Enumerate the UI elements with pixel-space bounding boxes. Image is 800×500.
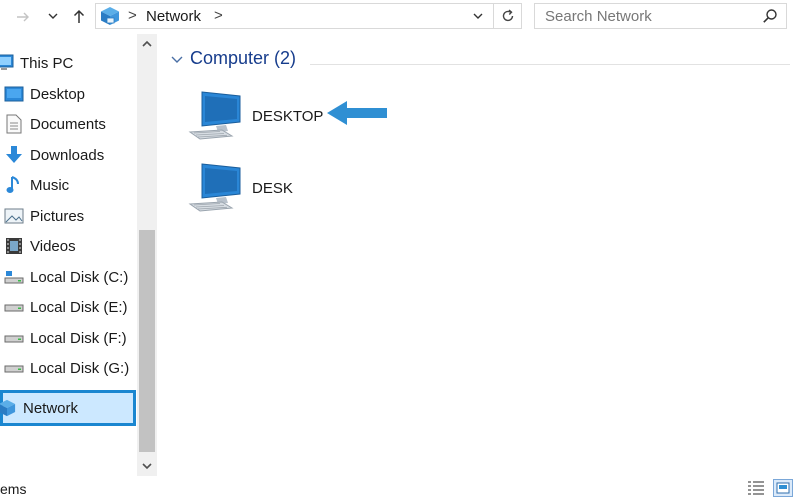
navigation-scrollbar[interactable] xyxy=(137,34,157,476)
refresh-icon xyxy=(502,9,513,22)
sidebar-item-local-disk-g[interactable]: Local Disk (G:) xyxy=(4,355,138,381)
sidebar-item-label: Downloads xyxy=(30,146,105,164)
sidebar-item-label: Local Disk (G:) xyxy=(30,359,130,377)
group-header-computer[interactable]: Computer (2) xyxy=(170,48,296,69)
drive-icon xyxy=(4,297,24,317)
breadcrumb-network[interactable]: Network xyxy=(146,8,202,25)
recent-locations-button[interactable] xyxy=(42,5,64,27)
search-box[interactable] xyxy=(534,3,787,29)
sidebar-item-local-disk-e[interactable]: Local Disk (E:) xyxy=(4,294,138,320)
desktop-folder-icon xyxy=(4,84,24,104)
videos-icon xyxy=(4,236,24,256)
downloads-icon xyxy=(4,145,24,165)
item-count-text: ems xyxy=(0,481,27,497)
file-list-view: Computer (2) DESKTOP DESK xyxy=(160,34,800,480)
sidebar-item-label: This PC xyxy=(20,54,74,72)
documents-icon xyxy=(4,114,24,134)
sidebar-item-label: Local Disk (F:) xyxy=(30,329,127,347)
sidebar-item-label: Music xyxy=(30,176,70,194)
status-bar: ems xyxy=(0,478,800,500)
large-icons-view-button[interactable] xyxy=(773,479,793,497)
sidebar-item-label: Local Disk (C:) xyxy=(30,268,129,286)
up-button[interactable] xyxy=(68,6,90,28)
sidebar-item-label: Documents xyxy=(30,115,106,133)
details-view-icon[interactable] xyxy=(747,480,765,496)
drive-icon xyxy=(4,358,24,378)
sidebar-item-pictures[interactable]: Pictures xyxy=(4,203,138,229)
refresh-button[interactable] xyxy=(493,4,521,28)
address-toolbar: > Network > xyxy=(0,0,800,34)
navigation-pane: This PC Desktop Documents Downloads Musi… xyxy=(0,34,158,480)
sidebar-item-label: Desktop xyxy=(30,85,86,103)
computer-icon xyxy=(188,91,241,140)
drive-icon xyxy=(4,328,24,348)
group-divider xyxy=(310,64,790,65)
breadcrumb-separator[interactable]: > xyxy=(214,7,223,24)
sidebar-item-label: Network xyxy=(23,399,79,417)
chevron-down-icon xyxy=(171,56,183,63)
computer-icon xyxy=(188,163,241,212)
sidebar-item-this-pc[interactable]: This PC xyxy=(0,50,134,76)
scroll-down-button[interactable] xyxy=(137,456,157,476)
sidebar-item-documents[interactable]: Documents xyxy=(4,111,138,137)
forward-button[interactable] xyxy=(12,6,34,28)
computer-name: DESK xyxy=(252,179,293,197)
pictures-icon xyxy=(4,206,24,226)
large-icons-view-icon xyxy=(776,482,790,494)
network-computer-desk[interactable]: DESK xyxy=(186,160,293,216)
scrollbar-thumb[interactable] xyxy=(139,230,155,452)
this-pc-icon xyxy=(0,53,14,73)
scroll-up-button[interactable] xyxy=(137,34,157,54)
music-icon xyxy=(4,175,24,195)
sidebar-item-videos[interactable]: Videos xyxy=(4,233,138,259)
group-title: Computer (2) xyxy=(190,48,297,68)
arrow-up-icon xyxy=(73,9,85,23)
sidebar-item-desktop[interactable]: Desktop xyxy=(4,81,138,107)
system-drive-icon xyxy=(4,267,24,287)
sidebar-item-local-disk-f[interactable]: Local Disk (F:) xyxy=(4,325,138,351)
address-bar[interactable]: > Network > xyxy=(95,3,522,29)
sidebar-item-label: Videos xyxy=(30,237,76,255)
computer-name: DESKTOP xyxy=(252,107,324,125)
sidebar-item-label: Local Disk (E:) xyxy=(30,298,128,316)
sidebar-item-network[interactable]: Network xyxy=(0,390,136,426)
network-icon xyxy=(101,7,119,25)
network-icon xyxy=(0,398,17,418)
chevron-down-icon xyxy=(48,13,58,19)
chevron-down-icon xyxy=(142,463,152,470)
network-computer-desktop[interactable]: DESKTOP xyxy=(186,88,323,144)
arrow-right-icon xyxy=(17,12,29,22)
pointer-arrow-icon xyxy=(327,101,387,125)
chevron-down-icon xyxy=(473,13,483,19)
sidebar-item-music[interactable]: Music xyxy=(4,172,138,198)
sidebar-item-local-disk-c[interactable]: Local Disk (C:) xyxy=(4,264,138,290)
sidebar-item-label: Pictures xyxy=(30,207,85,225)
breadcrumb-separator[interactable]: > xyxy=(128,7,137,24)
address-history-dropdown[interactable] xyxy=(467,5,489,27)
sidebar-item-downloads[interactable]: Downloads xyxy=(4,142,138,168)
search-input[interactable] xyxy=(535,4,755,28)
search-icon[interactable] xyxy=(762,8,778,24)
chevron-up-icon xyxy=(142,40,152,47)
